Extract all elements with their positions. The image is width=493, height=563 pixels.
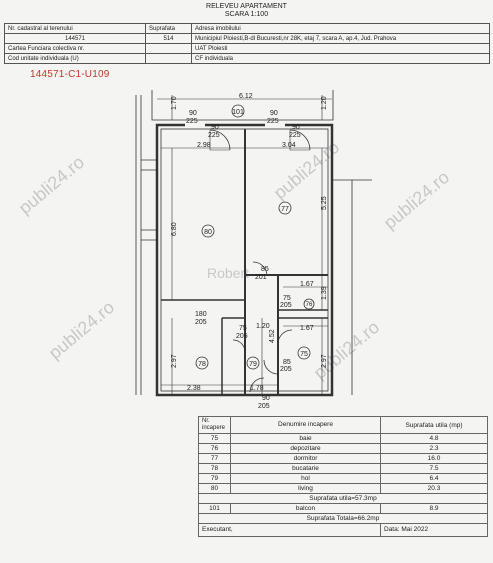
- opening-label: 90: [262, 395, 270, 402]
- opening-label: 205: [280, 366, 292, 373]
- info-cell: CF individuala: [191, 53, 490, 64]
- room-nr-cell: 79: [198, 473, 231, 484]
- room-name-cell: depozitare: [230, 443, 381, 454]
- opening-label: 225: [289, 132, 301, 139]
- room-number: 80: [204, 229, 212, 236]
- dimension-label: 6.80: [171, 222, 178, 236]
- room-area-cell: 4.8: [380, 433, 488, 444]
- room-name-cell: balcon: [230, 503, 381, 514]
- room-area-cell: 20.3: [380, 483, 488, 494]
- table-header-row: Nr. incapere Denumire incapere Suprafata…: [198, 416, 488, 434]
- room-name-cell: bucatarie: [230, 463, 381, 474]
- dimension-label: 5.25: [321, 196, 328, 210]
- table-row: 79 hol 6.4: [198, 473, 488, 484]
- opening-label: 205: [258, 403, 270, 410]
- dimension-label: 2.97: [321, 354, 328, 368]
- dimension-label: 3.04: [282, 142, 296, 149]
- opening-label: 205: [195, 319, 207, 326]
- room-nr-cell: 76: [198, 443, 231, 454]
- room-number: 101: [232, 109, 244, 116]
- table-row: 80 living 20.3: [198, 483, 488, 494]
- table-row: 101 balcon 8.9: [198, 503, 488, 514]
- column-header: Nr. incapere: [198, 416, 231, 434]
- room-surfaces-table: Nr. incapere Denumire incapere Suprafata…: [198, 416, 488, 537]
- useful-total-row: Suprafata utila=57.3mp: [198, 493, 488, 504]
- opening-label: 90: [292, 124, 300, 131]
- dimension-label: 1.70: [171, 96, 178, 110]
- date-label: Data: Mai 2022: [380, 523, 488, 537]
- opening-label: 85: [261, 266, 269, 273]
- room-area-cell: 16.0: [380, 453, 488, 464]
- opening-label: 205: [280, 302, 292, 309]
- room-nr-cell: 77: [198, 453, 231, 464]
- watermark-text: Robert: [207, 265, 249, 281]
- table-row: 76 depozitare 2.3: [198, 443, 488, 454]
- watermark-text: publi24.ro: [15, 152, 88, 218]
- room-area-cell: 8.9: [380, 503, 488, 514]
- room-name-cell: living: [230, 483, 381, 494]
- room-nr-cell: 101: [198, 503, 231, 514]
- opening-label: 225: [267, 118, 279, 125]
- dimension-label: 1.20: [256, 323, 270, 330]
- document-title: RELEVEU APARTAMENT: [206, 3, 287, 10]
- watermark-text: publi24.ro: [310, 317, 383, 383]
- cadastral-info-table: Nr. cadastral al terenului Suprafata Adr…: [4, 23, 490, 64]
- table-row: 77 dormitor 16.0: [198, 453, 488, 464]
- opening-label: 75: [283, 295, 291, 302]
- dimension-label: 2.38: [187, 385, 201, 392]
- document-scale: SCARA 1:100: [224, 11, 269, 18]
- opening-label: 225: [208, 132, 220, 139]
- opening-label: 90: [270, 110, 278, 117]
- opening-label: 90: [189, 110, 197, 117]
- room-nr-cell: 75: [198, 433, 231, 444]
- opening-label: 75: [239, 325, 247, 332]
- room-name-cell: baie: [230, 433, 381, 444]
- watermark-text: publi24.ro: [45, 297, 118, 363]
- room-number: 76: [306, 302, 313, 308]
- room-area-cell: 7.5: [380, 463, 488, 474]
- opening-label: 180: [195, 311, 207, 318]
- room-nr-cell: 80: [198, 483, 231, 494]
- dimension-label: 6.12: [239, 93, 253, 100]
- room-area-cell: 2.3: [380, 443, 488, 454]
- dimension-label: 1.20: [321, 96, 328, 110]
- room-name-cell: dormitor: [230, 453, 381, 464]
- watermark-text: publi24.ro: [380, 167, 453, 233]
- room-number: 78: [198, 361, 206, 368]
- dimension-label: 4.52: [269, 329, 276, 343]
- opening-label: 201: [255, 274, 267, 281]
- dimension-label: 1.67: [300, 325, 314, 332]
- column-header: Suprafata utila (mp): [380, 416, 488, 434]
- footer-row: Executant, Data: Mai 2022: [198, 523, 488, 537]
- room-number: 79: [249, 361, 257, 368]
- room-name-cell: hol: [230, 473, 381, 484]
- room-number: 75: [300, 351, 308, 358]
- floor-plan-drawing: publi24.ro publi24.ro publi24.ro publi24…: [15, 90, 453, 410]
- opening-label: 205: [236, 333, 248, 340]
- opening-label: 90: [211, 124, 219, 131]
- grand-total: Suprafata Totala=66.2mp: [198, 513, 488, 524]
- table-row: 78 bucatarie 7.5: [198, 463, 488, 474]
- room-number: 77: [281, 206, 289, 213]
- room-nr-cell: 78: [198, 463, 231, 474]
- dimension-label: 1.39: [321, 286, 328, 300]
- opening-label: 225: [186, 118, 198, 125]
- dimension-label: 1.67: [300, 281, 314, 288]
- executant-label: Executant,: [198, 523, 381, 537]
- table-row: 75 baie 4.8: [198, 433, 488, 444]
- column-header: Denumire incapere: [230, 416, 381, 434]
- unit-code: 144571-C1-U109: [30, 69, 110, 80]
- info-row: Cod unitate individuala (U) CF individua…: [4, 53, 490, 64]
- dimension-label: 2.98: [197, 142, 211, 149]
- useful-total: Suprafata utila=57.3mp: [198, 493, 488, 504]
- grand-total-row: Suprafata Totala=66.2mp: [198, 513, 488, 524]
- room-area-cell: 6.4: [380, 473, 488, 484]
- dimension-label: 1.78: [250, 385, 264, 392]
- dimension-label: 2.97: [171, 354, 178, 368]
- opening-label: 85: [283, 359, 291, 366]
